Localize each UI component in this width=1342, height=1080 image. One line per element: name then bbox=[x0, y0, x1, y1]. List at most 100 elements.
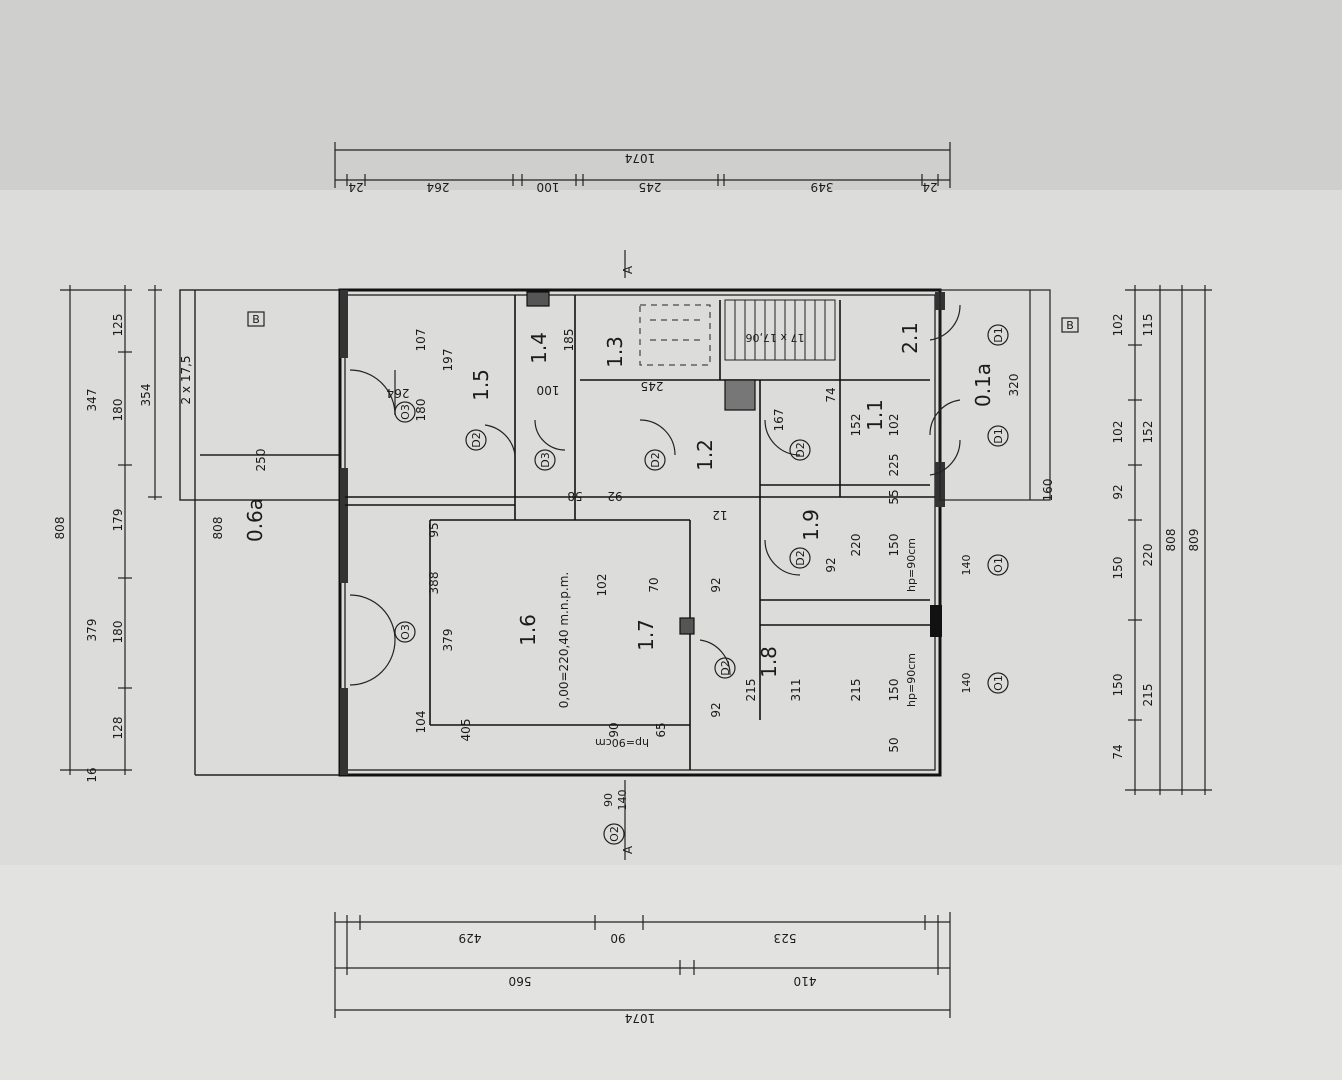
opening-tag-labels: O3 O3 D2 D3 D2 D2 D2 D2 D1 D1 O1 O1 O2 9… bbox=[399, 327, 1005, 842]
tag-o2: O2 bbox=[608, 826, 621, 842]
section-marker-b-top: B bbox=[247, 311, 265, 327]
tag-o1-b: O1 bbox=[992, 675, 1005, 691]
tag-d3: D3 bbox=[539, 452, 552, 467]
tag-d2-a: D2 bbox=[470, 432, 483, 447]
tag-o3-a: O3 bbox=[399, 404, 412, 420]
svg-text:B: B bbox=[1066, 319, 1074, 332]
dim-74: 74 bbox=[824, 387, 838, 402]
stairs-graphic bbox=[639, 299, 836, 366]
terrace-outline bbox=[179, 289, 341, 776]
dim-r-809: 809 bbox=[1187, 529, 1201, 552]
section-marker-b-right: B bbox=[1061, 317, 1079, 333]
dim-388: 388 bbox=[427, 572, 441, 595]
dim-185: 185 bbox=[562, 329, 576, 352]
dim-b-410: 410 bbox=[794, 974, 817, 988]
dim-left-179: 179 bbox=[111, 509, 125, 532]
tag-o3-b: O3 bbox=[399, 624, 412, 640]
dim-405: 405 bbox=[459, 719, 473, 742]
shaft-block bbox=[526, 291, 756, 635]
o1-a-width: 140 bbox=[960, 555, 973, 576]
room-label-1-3: 1.3 bbox=[603, 336, 627, 368]
room-label-1-7: 1.7 bbox=[634, 619, 658, 651]
dim-250: 250 bbox=[254, 449, 268, 472]
room-label-1-1: 1.1 bbox=[863, 399, 887, 431]
interior-partitions bbox=[345, 295, 935, 770]
bottom-dimension-chain bbox=[334, 912, 951, 1018]
paper-fold-top bbox=[0, 0, 1342, 190]
dim-808-terrace: 808 bbox=[211, 517, 225, 540]
dim-245: 245 bbox=[641, 379, 664, 393]
room-label-0-6a: 0.6a bbox=[243, 498, 267, 542]
dim-r-102b: 102 bbox=[1111, 421, 1125, 444]
dim-150a: 150 bbox=[887, 679, 901, 702]
dim-92c: 92 bbox=[824, 557, 838, 572]
dim-65: 65 bbox=[654, 722, 668, 737]
dim-311: 311 bbox=[789, 679, 803, 702]
dim-top-1: 24 bbox=[348, 180, 363, 194]
dim-95: 95 bbox=[427, 522, 441, 537]
o2-height: 140 bbox=[616, 790, 629, 811]
dim-top-4: 100 bbox=[537, 180, 560, 194]
tag-d1-b: D1 bbox=[992, 327, 1005, 342]
dim-top-6: 245 bbox=[639, 180, 662, 194]
svg-text:B: B bbox=[252, 313, 260, 326]
dim-top-total: 1074 bbox=[625, 151, 656, 165]
left-dimension-chain bbox=[60, 285, 162, 775]
dim-r-220: 220 bbox=[1141, 544, 1155, 567]
dim-220: 220 bbox=[849, 534, 863, 557]
dim-r-150a: 150 bbox=[1111, 557, 1125, 580]
tag-d2-d: D2 bbox=[794, 550, 807, 565]
dim-left-379: 379 bbox=[85, 619, 99, 642]
svg-text:A: A bbox=[621, 845, 635, 854]
window-note-a: hp=90cm bbox=[905, 538, 918, 592]
svg-text:A: A bbox=[621, 265, 635, 274]
room-label-1-5: 1.5 bbox=[469, 369, 493, 401]
dim-102c: 92 bbox=[607, 489, 622, 503]
room-label-1-9: 1.9 bbox=[799, 509, 823, 541]
dim-167: 167 bbox=[772, 409, 786, 432]
dim-top-2: 264 bbox=[427, 180, 450, 194]
dim-left-125: 125 bbox=[111, 314, 125, 337]
room-label-1-2: 1.2 bbox=[693, 439, 717, 471]
dim-r-102a: 102 bbox=[1111, 314, 1125, 337]
dim-264: 264 bbox=[387, 386, 410, 400]
dim-r-150b: 150 bbox=[1111, 674, 1125, 697]
o2-width: 90 bbox=[602, 793, 615, 807]
bottom-dimension-labels: 429 90 523 560 410 1074 bbox=[459, 931, 817, 1025]
dim-left-354: 354 bbox=[139, 384, 153, 407]
tag-o1-a: O1 bbox=[992, 557, 1005, 573]
dim-b-560: 560 bbox=[509, 974, 532, 988]
dim-r-808: 808 bbox=[1164, 529, 1178, 552]
dim-106: 58 bbox=[567, 489, 582, 503]
dim-left-180b: 180 bbox=[111, 621, 125, 644]
dim-70: 70 bbox=[647, 577, 661, 592]
level-note: 0,00=220,40 m.n.p.m. bbox=[557, 572, 571, 708]
dim-left-347: 347 bbox=[85, 389, 99, 412]
room-labels: 2.1 1.1 1.2 1.3 1.4 1.5 1.6 1.7 1.8 1.9 bbox=[469, 322, 922, 678]
dim-197: 197 bbox=[441, 349, 455, 372]
stair-note-1: 17 x 17,06 bbox=[746, 331, 805, 344]
opening-tags bbox=[394, 324, 1009, 845]
dim-r-92: 92 bbox=[1111, 484, 1125, 499]
dim-90: 90 bbox=[607, 722, 621, 737]
dim-r-115: 115 bbox=[1141, 314, 1155, 337]
room-label-2-1: 2.1 bbox=[898, 322, 922, 354]
dim-102b: 102 bbox=[887, 414, 901, 437]
dim-107: 107 bbox=[414, 329, 428, 352]
room-label-1-4: 1.4 bbox=[527, 332, 551, 364]
dim-92a: 92 bbox=[709, 577, 723, 592]
dim-b-523: 523 bbox=[774, 931, 797, 945]
dim-215a: 215 bbox=[744, 679, 758, 702]
tag-d2-e: D2 bbox=[719, 660, 732, 675]
dim-102: 102 bbox=[595, 574, 609, 597]
right-dimension-chain bbox=[1125, 285, 1212, 795]
dim-r-152: 152 bbox=[1141, 421, 1155, 444]
room-label-0-1a: 0.1a bbox=[971, 363, 995, 407]
dim-top-9: 24 bbox=[922, 180, 937, 194]
dim-left-180a: 180 bbox=[111, 399, 125, 422]
dim-100: 100 bbox=[537, 383, 560, 397]
dim-top-8: 349 bbox=[811, 180, 834, 194]
tag-d2-b: D2 bbox=[649, 452, 662, 467]
top-dimension-labels: 1074 24 264 100 245 349 24 bbox=[348, 151, 937, 194]
